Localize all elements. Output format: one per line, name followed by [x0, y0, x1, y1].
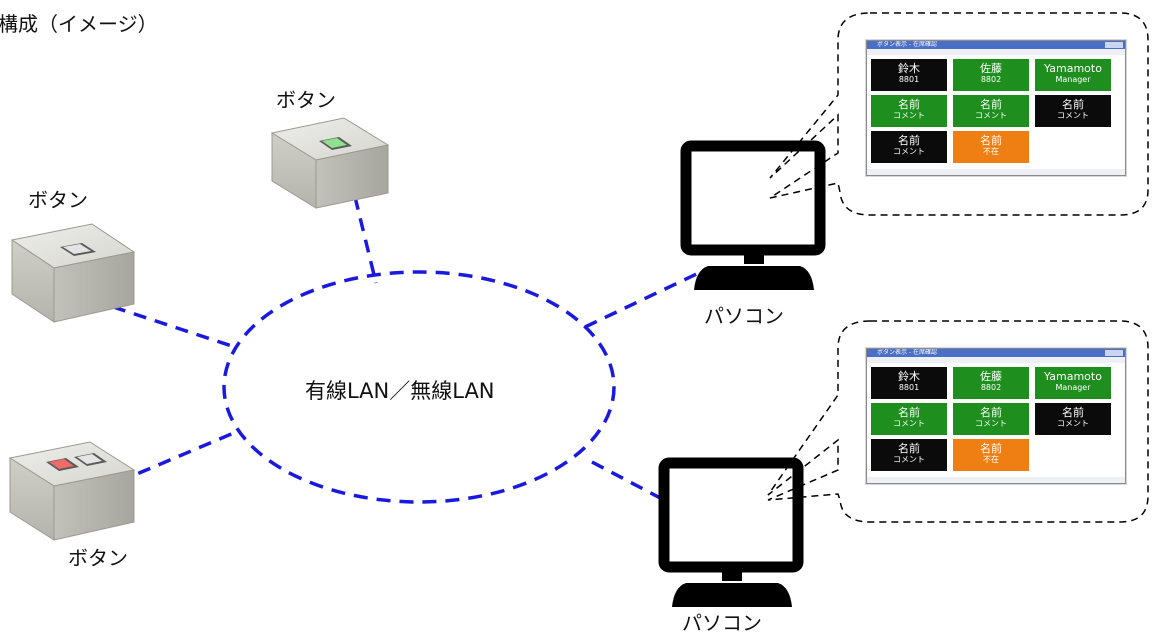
- status-tile[interactable]: 名前コメント: [871, 403, 947, 435]
- pc-top: [680, 140, 826, 290]
- callout-bubbles: [767, 12, 1149, 523]
- window-title: ボタン表示 - 在席確認: [877, 349, 937, 356]
- tile-comment: 不在: [983, 455, 999, 464]
- status-tile[interactable]: 名前コメント: [871, 95, 947, 127]
- tile-comment: コメント: [893, 455, 925, 464]
- button-device-bottom: [8, 441, 136, 541]
- tile-name: 佐藤: [980, 370, 1002, 383]
- button-device-left: [10, 223, 136, 323]
- window-controls-icon: [1105, 42, 1123, 48]
- status-tile[interactable]: 名前コメント: [1035, 403, 1111, 435]
- tile-name: Yamamoto: [1044, 370, 1102, 383]
- status-tile[interactable]: 名前不在: [953, 131, 1029, 163]
- window-titlebar: ボタン表示 - 在席確認: [867, 349, 1125, 357]
- window-menubar: [867, 49, 1125, 55]
- status-tile[interactable]: 名前コメント: [871, 439, 947, 471]
- tile-comment: Manager: [1055, 75, 1091, 84]
- label-button-left: ボタン: [28, 188, 88, 212]
- tile-name: 名前: [898, 406, 920, 419]
- tile-name: 鈴木: [898, 62, 920, 75]
- pc-bottom: [658, 457, 804, 607]
- window-statusbar: [867, 169, 1125, 175]
- network-label: 有線LAN／無線LAN: [305, 379, 495, 403]
- tile-comment: 8801: [898, 383, 920, 392]
- status-tile[interactable]: 名前コメント: [953, 95, 1029, 127]
- tile-name: 名前: [980, 134, 1002, 147]
- status-tile[interactable]: 名前コメント: [871, 131, 947, 163]
- status-tile[interactable]: 名前コメント: [1035, 95, 1111, 127]
- tile-name: 名前: [980, 98, 1002, 111]
- link-pc-top: [584, 268, 706, 329]
- tile-name: 名前: [1062, 406, 1084, 419]
- tile-comment: コメント: [975, 111, 1007, 120]
- window-menubar: [867, 357, 1125, 363]
- button-device-top: [270, 117, 390, 209]
- label-button-top: ボタン: [276, 88, 336, 112]
- network-ellipse: [222, 270, 616, 504]
- window-statusbar: [867, 477, 1125, 483]
- tile-comment: Manager: [1055, 383, 1091, 392]
- label-pc-bottom: パソコン: [682, 611, 762, 635]
- tile-name: Yamamoto: [1044, 62, 1102, 75]
- tile-comment: 8802: [980, 383, 1002, 392]
- tile-comment: 8801: [898, 75, 920, 84]
- tile-comment: コメント: [893, 419, 925, 428]
- tile-name: 名前: [980, 406, 1002, 419]
- link-pc-bottom: [591, 460, 665, 502]
- tile-comment: コメント: [893, 111, 925, 120]
- window-title: ボタン表示 - 在席確認: [877, 41, 937, 48]
- tile-name: 名前: [898, 442, 920, 455]
- window-titlebar: ボタン表示 - 在席確認: [867, 41, 1125, 49]
- status-tile[interactable]: 名前不在: [953, 439, 1029, 471]
- tile-name: 鈴木: [898, 370, 920, 383]
- label-button-bottom: ボタン: [68, 546, 128, 570]
- tile-comment: 不在: [983, 147, 999, 156]
- callout-top: [769, 12, 1149, 216]
- network-links: [91, 196, 706, 502]
- diagram-title: 構成（イメージ）: [0, 12, 158, 36]
- tile-comment: コメント: [1057, 419, 1089, 428]
- tile-comment: 8802: [980, 75, 1002, 84]
- status-tile[interactable]: 名前コメント: [953, 403, 1029, 435]
- tile-name: 名前: [1062, 98, 1084, 111]
- tile-name: 佐藤: [980, 62, 1002, 75]
- tile-comment: コメント: [975, 419, 1007, 428]
- tile-name: 名前: [898, 98, 920, 111]
- tile-comment: コメント: [893, 147, 925, 156]
- link-button-bottom: [117, 430, 237, 484]
- tile-name: 名前: [898, 134, 920, 147]
- window-controls-icon: [1105, 350, 1123, 356]
- tile-name: 名前: [980, 442, 1002, 455]
- label-pc-top: パソコン: [704, 304, 784, 328]
- link-button-top: [353, 196, 378, 284]
- tile-comment: コメント: [1057, 111, 1089, 120]
